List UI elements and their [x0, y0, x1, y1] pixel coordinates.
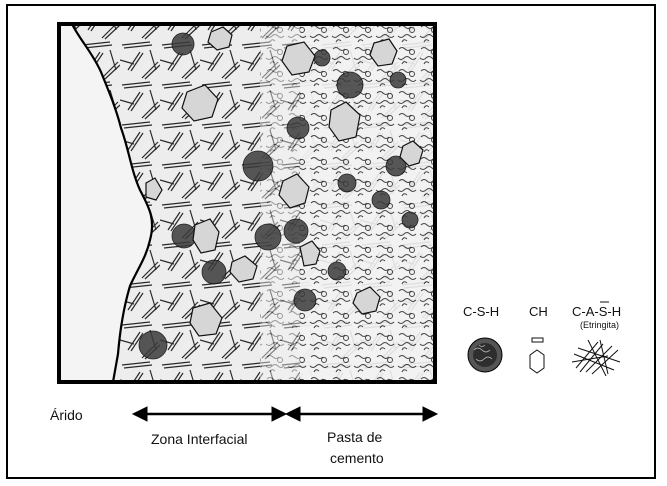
ettringite-symbol-icon	[572, 340, 620, 376]
aggregate-label: Árido	[50, 407, 83, 423]
zone-arrows	[133, 407, 437, 421]
legend-cash-label: C-A-S-H	[572, 304, 621, 319]
ch-symbol-icon	[530, 338, 544, 373]
microstructure-pane	[59, 24, 435, 382]
cement-paste-label-line1: Pasta de	[327, 429, 382, 445]
legend-csh-label: C-S-H	[463, 304, 499, 319]
interfacial-zone-label: Zona Interfacial	[151, 431, 248, 447]
legend-cash-note: (Etringita)	[580, 320, 619, 330]
csh-symbol-icon	[468, 338, 502, 372]
cement-paste-label-line2: cemento	[330, 450, 384, 466]
legend: C-S-H CH C-A-S-H (Etringita)	[463, 302, 621, 376]
legend-ch-label: CH	[529, 304, 548, 319]
